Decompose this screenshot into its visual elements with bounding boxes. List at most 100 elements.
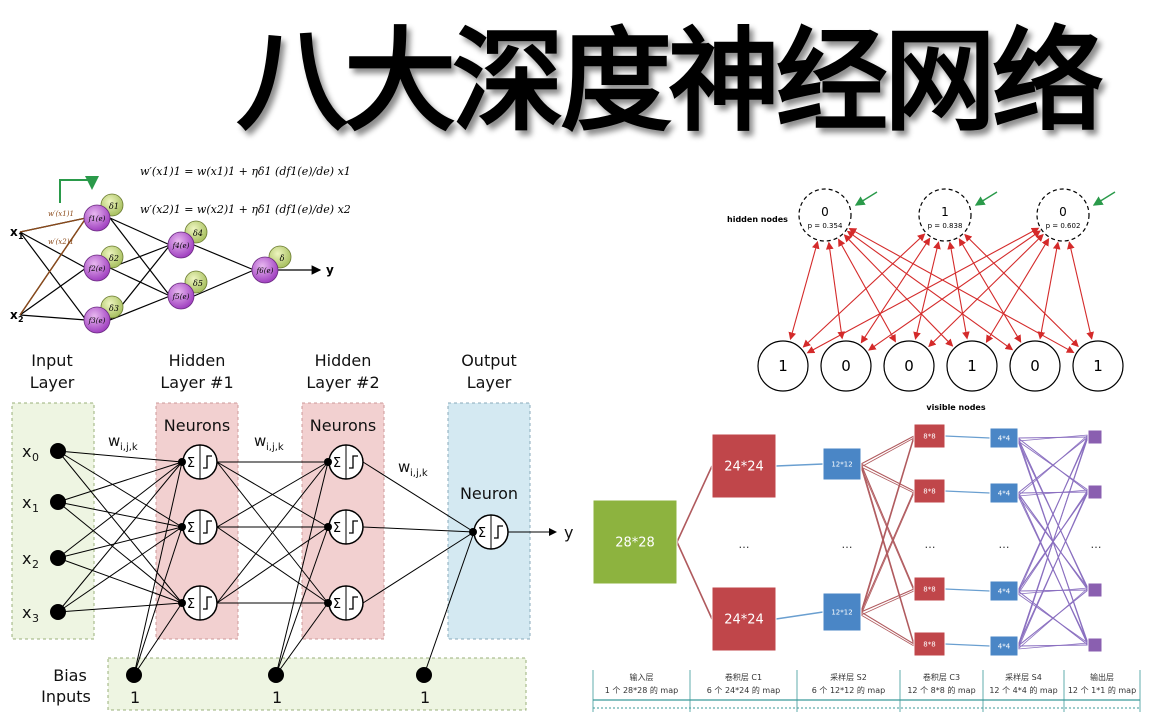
backprop-input-x1: x <box>10 225 18 239</box>
sum-symbol: Σ <box>333 597 341 612</box>
s4-map-3: 4*4 <box>989 580 1019 602</box>
bias-node-2 <box>268 667 284 683</box>
rbm-edge <box>846 230 1014 351</box>
input-node-3 <box>50 604 66 620</box>
visible-node-1: 1 <box>757 340 809 392</box>
weight-label-3: w <box>398 458 410 476</box>
backprop-diagram: w′(x1)1 = w(x1)1 + ηδ1 (df1(e)/de) x1 w′… <box>10 165 351 334</box>
visible-node-2: 0 <box>820 340 872 392</box>
neuron-f1-label: f1(e) <box>88 215 106 223</box>
output-label-y: y <box>564 523 573 542</box>
output-map-3 <box>1087 582 1103 598</box>
hidden-node-probability: p = 0.602 <box>1046 222 1081 230</box>
footer-layer-name: 采样层 S4 <box>1005 672 1042 682</box>
step-function-icon <box>203 596 212 610</box>
hidden-node-value: 1 <box>941 205 949 219</box>
footer-layer-2: 卷积层 C1 6 个 24*24 的 map <box>689 670 780 712</box>
hidden-node-value: 0 <box>821 205 829 219</box>
visible-node-value: 1 <box>778 357 788 375</box>
hidden-node-value: 0 <box>1059 205 1067 219</box>
c3-map-2-label: 8*8 <box>923 487 935 495</box>
neurons-label-2: Neurons <box>310 416 376 435</box>
c3-map-4-label: 8*8 <box>923 640 935 648</box>
ellipsis-3: … <box>925 538 936 551</box>
delta-label-1: δ1 <box>109 202 119 211</box>
mlp-diagram: Input Layer Hidden Layer #1 Hidden Layer… <box>11 351 573 711</box>
visible-nodes-label: visible nodes <box>926 403 985 412</box>
neuron-unit-5: Σ <box>324 509 364 545</box>
delta-label-4: δ4 <box>193 229 203 238</box>
output-map-4 <box>1087 637 1103 653</box>
c3-map-4: 8*8 <box>913 631 946 657</box>
bias-node-3 <box>416 667 432 683</box>
hidden-node-probability: p = 0.838 <box>928 222 963 230</box>
hidden-node-2: 1 p = 0.838 <box>918 188 998 242</box>
ellipsis-4: … <box>999 538 1010 551</box>
rbm-edge <box>928 233 1044 348</box>
c3-map-2: 8*8 <box>913 478 946 504</box>
s4-map-4-label: 4*4 <box>998 642 1011 650</box>
neuron-unit-1: Σ <box>178 444 218 480</box>
weight-label-2: w <box>254 432 266 450</box>
indicator-arrow-icon <box>1092 191 1116 206</box>
footer-layer-desc: 12 个 4*4 的 map <box>989 685 1057 695</box>
visible-node-value: 0 <box>1030 357 1040 375</box>
visible-node-4: 1 <box>946 340 998 392</box>
rbm-edge <box>838 238 896 343</box>
indicator-arrow-icon <box>854 191 878 206</box>
c3-map-1-label: 8*8 <box>923 432 935 440</box>
hidden-nodes-label: hidden nodes <box>727 215 788 224</box>
visible-node-value: 1 <box>1093 357 1103 375</box>
footer-layer-name: 卷积层 C1 <box>725 672 762 682</box>
visible-node-value: 0 <box>904 357 914 375</box>
input-label-2-sub: 2 <box>32 558 39 571</box>
sum-symbol: Σ <box>333 521 341 536</box>
backprop-input-x2-sub: 2 <box>18 315 24 324</box>
input-layer-heading-2: Layer <box>30 373 75 392</box>
c1-map-2-label: 24*24 <box>724 612 764 627</box>
s2-map-2: 12*12 <box>822 592 862 632</box>
rbm-edge <box>913 241 941 340</box>
weight-sub-1: i,j,k <box>120 442 138 453</box>
footer-layer-desc: 12 个 1*1 的 map <box>1068 685 1136 695</box>
neuron-unit-4: Σ <box>324 444 364 480</box>
bias-value-3: 1 <box>420 688 430 707</box>
hidden-node-1: 0p = 0.354 <box>798 188 878 242</box>
neuron-f4 <box>167 231 195 259</box>
indicator-arrow-icon <box>974 191 998 206</box>
c1-map-1: 24*24 <box>711 433 777 499</box>
weight-label-1: w <box>108 432 120 450</box>
rbm-edge <box>788 240 820 341</box>
input-layer-panel <box>11 402 95 640</box>
input-label-1: x <box>22 493 31 512</box>
c3-map-1: 8*8 <box>913 423 946 449</box>
c1-map-1-label: 24*24 <box>724 459 764 474</box>
weight-label-2: w′(x2)1 <box>48 238 74 246</box>
visible-node-6: 1 <box>1072 340 1124 392</box>
input-label-1-sub: 1 <box>32 502 39 515</box>
bias-heading: Bias <box>53 666 87 685</box>
delta-label-6: δ <box>280 254 285 263</box>
s4-map-1: 4*4 <box>989 427 1019 449</box>
s2-map-2-label: 12*12 <box>831 608 852 616</box>
feedback-arrow <box>59 176 99 203</box>
step-function-icon <box>203 455 212 469</box>
backprop-input-x1-sub: 1 <box>18 232 24 241</box>
input-node-1 <box>50 494 66 510</box>
footer-layer-name: 输入层 <box>630 672 654 682</box>
c1-map-2: 24*24 <box>711 586 777 652</box>
neuron-unit-2: Σ <box>178 509 218 545</box>
visible-node-3: 0 <box>883 340 935 392</box>
visible-node-5: 0 <box>1009 340 1061 392</box>
input-label-0-sub: 0 <box>32 451 39 464</box>
step-function-icon <box>203 520 212 534</box>
sum-symbol: Σ <box>187 521 195 536</box>
rbm-connections <box>788 227 1094 354</box>
footer-layer-desc: 6 个 24*24 的 map <box>707 685 780 695</box>
cnn-connections <box>676 434 1089 650</box>
s2-map-1-label: 12*12 <box>831 460 852 468</box>
rbm-edge <box>825 241 846 340</box>
